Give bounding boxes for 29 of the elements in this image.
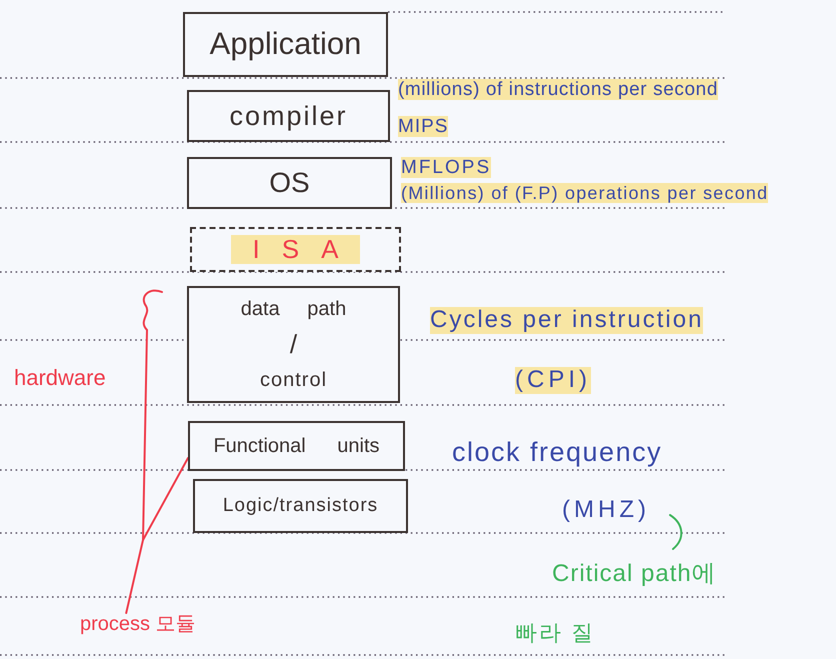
annotation-text: (CPI) [515,367,591,394]
hardware-label: hardware [14,366,106,391]
layer-box [187,157,392,209]
annotation-text: (Millions) of (F.P) operations per second [401,183,768,204]
layer-box [187,90,390,142]
annotation-text: MFLOPS [401,157,492,178]
leader-line [125,457,189,614]
box-label: control [260,368,328,392]
box-label: Functional units [213,434,380,458]
box-label: data path [240,298,346,320]
layer-box [187,286,400,403]
box-label: / [290,330,298,360]
dashed-layer-box [190,227,401,272]
annotation-text: MIPS [398,116,448,138]
annotation-text: Critical path에 [552,561,717,588]
box-label: ISA [230,234,360,264]
box-label: OS [269,167,310,199]
box-label: Logic/transistors [222,495,378,517]
handwritten-note: process 모듈 [80,613,196,636]
layer-box [188,421,405,471]
annotation-text: (millions) of instructions per second [398,79,718,100]
box-label: Application [210,27,362,62]
box-label: compiler [229,100,348,132]
annotation-text: Cycles per instruction [430,307,704,334]
layer-box [183,12,388,77]
annotation-text: 빠라 질 [515,621,596,646]
annotation-text: (MHZ) [562,497,650,524]
annotation-text: clock frequency [452,437,662,468]
layer-box [193,479,408,533]
